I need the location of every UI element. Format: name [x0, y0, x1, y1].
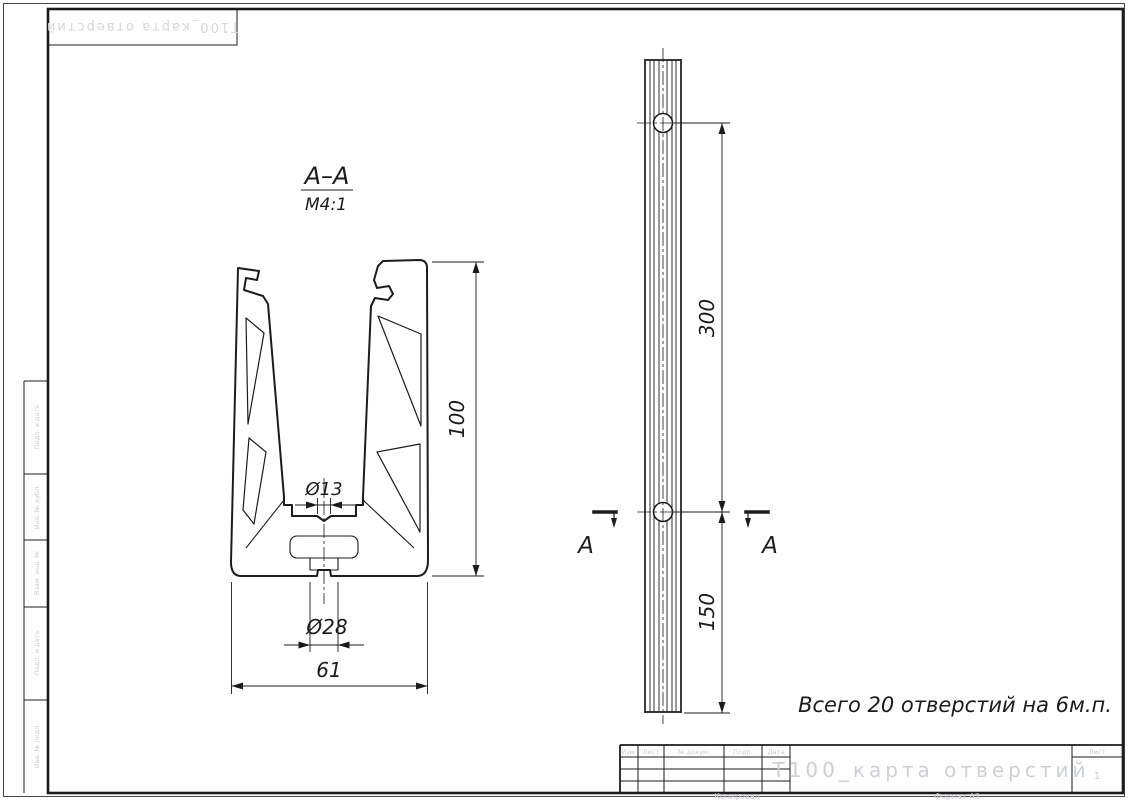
bottom-rib-lines [245, 499, 415, 549]
corner-stamp-text: T100_карта отверстий [45, 19, 240, 34]
margin-label-4: Подп. и дата [33, 631, 41, 675]
dim-hole-offset: 150 [684, 512, 730, 714]
margin-label-2: Инв. № дубл. [33, 485, 41, 529]
cut-mark-left-arrow [611, 518, 617, 528]
title-block: Изм. Лист № докум. Подп. Дата T100_карта… [619, 744, 1123, 800]
side-view: 300 150 А А [576, 48, 778, 724]
tb-sheet-label: Лист [1089, 748, 1106, 756]
tb-col-podp: Подп. [733, 748, 753, 756]
tb-col-list: Лист [643, 748, 660, 756]
hole-centerlines [637, 122, 689, 513]
sheet-inner-frame [46, 7, 1125, 795]
rib-cutout-left-upper [245, 317, 265, 425]
tb-col-izm: Изм. [621, 748, 636, 756]
dim-width-label: 61 [316, 658, 341, 682]
rib-cutout-right-upper [377, 315, 422, 427]
section-label: А–А [303, 162, 350, 190]
margin-label-5: Инв. № подл. [33, 724, 41, 769]
dim-height-label: 100 [445, 400, 469, 438]
tb-col-dokum: № докум. [677, 748, 710, 756]
dim-hole-offset-label: 150 [695, 593, 719, 631]
dim-hole-large: Ø28 [284, 582, 364, 652]
left-margin-grid [23, 380, 48, 793]
corner-stamp-box: T100_карта отверстий [45, 9, 240, 46]
cut-mark-right-arrow [745, 518, 751, 528]
margin-label-3: Взам. инв. № [33, 551, 41, 595]
profile-outline [230, 259, 429, 577]
dim-hole-small: Ø13 [295, 479, 355, 514]
cut-letter-left: А [576, 533, 594, 559]
margin-label-1: Подп. и дата [33, 405, 41, 449]
dim-height: 100 [432, 261, 484, 577]
tb-col-data: Дата [768, 748, 785, 756]
left-margin-column: Подп. и дата Инв. № дубл. Взам. инв. № П… [23, 380, 48, 793]
dim-hole-small-label: Ø13 [304, 479, 342, 500]
dim-hole-spacing-label: 300 [695, 299, 719, 337]
tb-footer-copy: Копировал [714, 792, 760, 800]
profile-bar-edges [644, 59, 682, 713]
sheet-outer-border [3, 3, 1125, 797]
tb-designation: T100_карта отверстий [771, 758, 1089, 782]
tb-footer-format: Формат А3 [934, 792, 980, 800]
section-cut-marks: А А [576, 510, 778, 559]
cut-letter-right: А [760, 533, 778, 559]
title-block-grid [620, 745, 1123, 793]
tb-sheet-number: 1 [1094, 771, 1100, 782]
note-text: Всего 20 отверстий на 6м.п. [798, 693, 1112, 717]
dim-hole-large-label: Ø28 [305, 615, 347, 639]
corner-stamp-lines [48, 9, 238, 46]
rib-cutout-right-lower [376, 443, 421, 533]
dim-width: 61 [231, 582, 428, 694]
rib-cutout-left-lower [242, 437, 267, 525]
dim-hole-spacing: 300 [674, 122, 730, 513]
counterbore-lines [309, 558, 339, 571]
section-view: А–А М4:1 100 Ø13 [230, 162, 484, 694]
profile-bar-extrusion-lines [649, 60, 677, 712]
section-scale: М4:1 [305, 195, 347, 215]
